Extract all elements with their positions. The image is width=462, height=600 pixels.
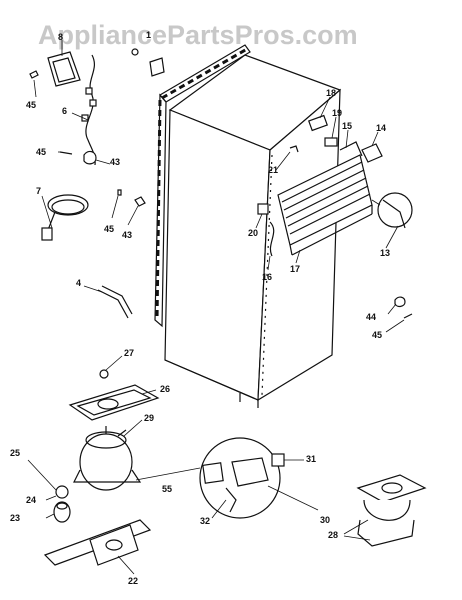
drain-bracket-detail [371,192,413,229]
callout-labels: 1 8 45 6 45 43 7 45 43 4 27 26 29 25 24 … [10,30,390,586]
condenser-coil [277,154,373,256]
callout-14: 14 [376,123,386,133]
callout-13: 13 [380,248,390,258]
callout-23: 23 [10,513,20,523]
callout-28: 28 [328,530,338,540]
callout-4: 4 [76,278,81,288]
callout-55: 55 [162,484,172,494]
callout-16: 16 [262,272,272,282]
refrigerator-cabinet [164,54,342,408]
callout-18: 18 [326,88,336,98]
drain-pan [68,384,160,421]
callout-17: 17 [290,264,300,274]
callout-8: 8 [58,32,63,42]
callout-21: 21 [268,165,278,175]
leader-lines [27,40,405,575]
base-rail [43,519,152,566]
callout-19: 19 [332,108,342,118]
right-small-parts [394,296,413,319]
screw-part [99,369,109,379]
callout-45: 45 [372,330,382,340]
callout-27: 27 [124,348,134,358]
callout-30: 30 [320,515,330,525]
callout-29: 29 [144,413,154,423]
callout-6: 6 [62,106,67,116]
callout-45: 45 [26,100,36,110]
callout-15: 15 [342,121,352,131]
relay-detail [199,437,285,519]
grommets [53,485,71,523]
callout-22: 22 [128,576,138,586]
compressor-detail [356,474,427,547]
callout-45: 45 [36,147,46,157]
callout-24: 24 [26,495,36,505]
watermark-text: AppliancePartsPros.com [38,20,358,50]
callout-31: 31 [306,454,316,464]
compressor [73,426,142,491]
upper-left-parts [29,48,165,241]
callout-32: 32 [200,516,210,526]
callout-26: 26 [160,384,170,394]
callout-43: 43 [110,157,120,167]
callout-43: 43 [122,230,132,240]
callout-20: 20 [248,228,258,238]
top-right-parts [257,114,383,257]
callout-45: 45 [104,224,114,234]
door-gasket [154,44,251,328]
callout-25: 25 [10,448,20,458]
callout-7: 7 [36,186,41,196]
callout-1: 1 [146,30,151,40]
strap-part [97,285,133,319]
callout-44: 44 [366,312,376,322]
